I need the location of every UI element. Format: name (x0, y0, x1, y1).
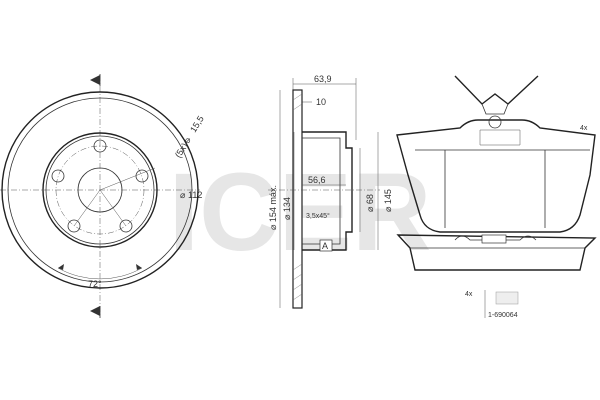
bolt-hole-5 (51, 169, 65, 183)
thickness-label: 10 (316, 97, 326, 107)
total-height-label: 63,9 (314, 74, 332, 84)
bolt-hole-3 (119, 219, 133, 233)
braking-ring-section (292, 89, 303, 309)
pad-spring-coil (481, 234, 507, 244)
chamfer-label: 3,5x45° (306, 212, 330, 220)
angle-arrow-right (136, 264, 142, 270)
bolt-hole-dia-label: 15,5 (188, 114, 206, 134)
disc-outer-ring (7, 97, 193, 283)
section-arrow-top (90, 75, 100, 85)
hat-outer-circle (42, 132, 158, 248)
angle-label: 72° (88, 279, 102, 289)
section-arrow-bottom (90, 306, 100, 316)
pad-quantity-top: 4x (580, 125, 588, 132)
hub-dia-label: ⌀ 68 (365, 194, 375, 212)
accessory-quantity: 4x (465, 291, 473, 298)
wear-spring-loop (481, 103, 509, 115)
hat-section (302, 131, 353, 251)
section-label: A (322, 241, 328, 251)
dia-symbol: ⌀ (185, 135, 191, 145)
hat-inner-circle (45, 135, 155, 245)
pad-backing-plate (396, 119, 596, 233)
inner-dia-label: ⌀ 134 (282, 197, 292, 220)
angle-ray-1 (99, 189, 127, 227)
brake-pad-view: 4x 4x 1-690064 (396, 75, 597, 319)
section-label-box (319, 239, 333, 252)
pcd-label: 112 (188, 190, 202, 200)
angle-arc (57, 267, 143, 280)
center-bore (77, 167, 123, 213)
pitch-circle (55, 145, 145, 235)
angle-arrow-left (58, 264, 64, 270)
disc-section-view: 63,9 10 ⌀ 154 máx. ⌀ 134 56,6 3,5x45° ⌀ … (268, 74, 393, 309)
angle-ray-2 (73, 189, 101, 227)
wear-spring-clip (454, 75, 539, 105)
hat-depth-label: 56,6 (308, 175, 326, 185)
disc-front-view: (5x) ⌀ 15,5 ⌀ 112 72° (0, 74, 206, 318)
outer-dia-label: ⌀ 154 máx. (268, 185, 278, 230)
hat-dia-label: ⌀ 145 (383, 189, 393, 212)
disc-outer-edge (1, 91, 199, 289)
bolt-hole-4 (67, 219, 81, 233)
pcd-leader (99, 167, 156, 191)
bolt-hole-1 (93, 139, 107, 153)
accessory-ref: 1-690064 (488, 312, 518, 319)
pad-clip-base (479, 129, 521, 146)
pad-clip-eye (488, 115, 502, 129)
accessory-kit-icon (495, 291, 519, 305)
pcd-dia-symbol: ⌀ (180, 190, 186, 200)
bolt-hole-2 (135, 169, 149, 183)
